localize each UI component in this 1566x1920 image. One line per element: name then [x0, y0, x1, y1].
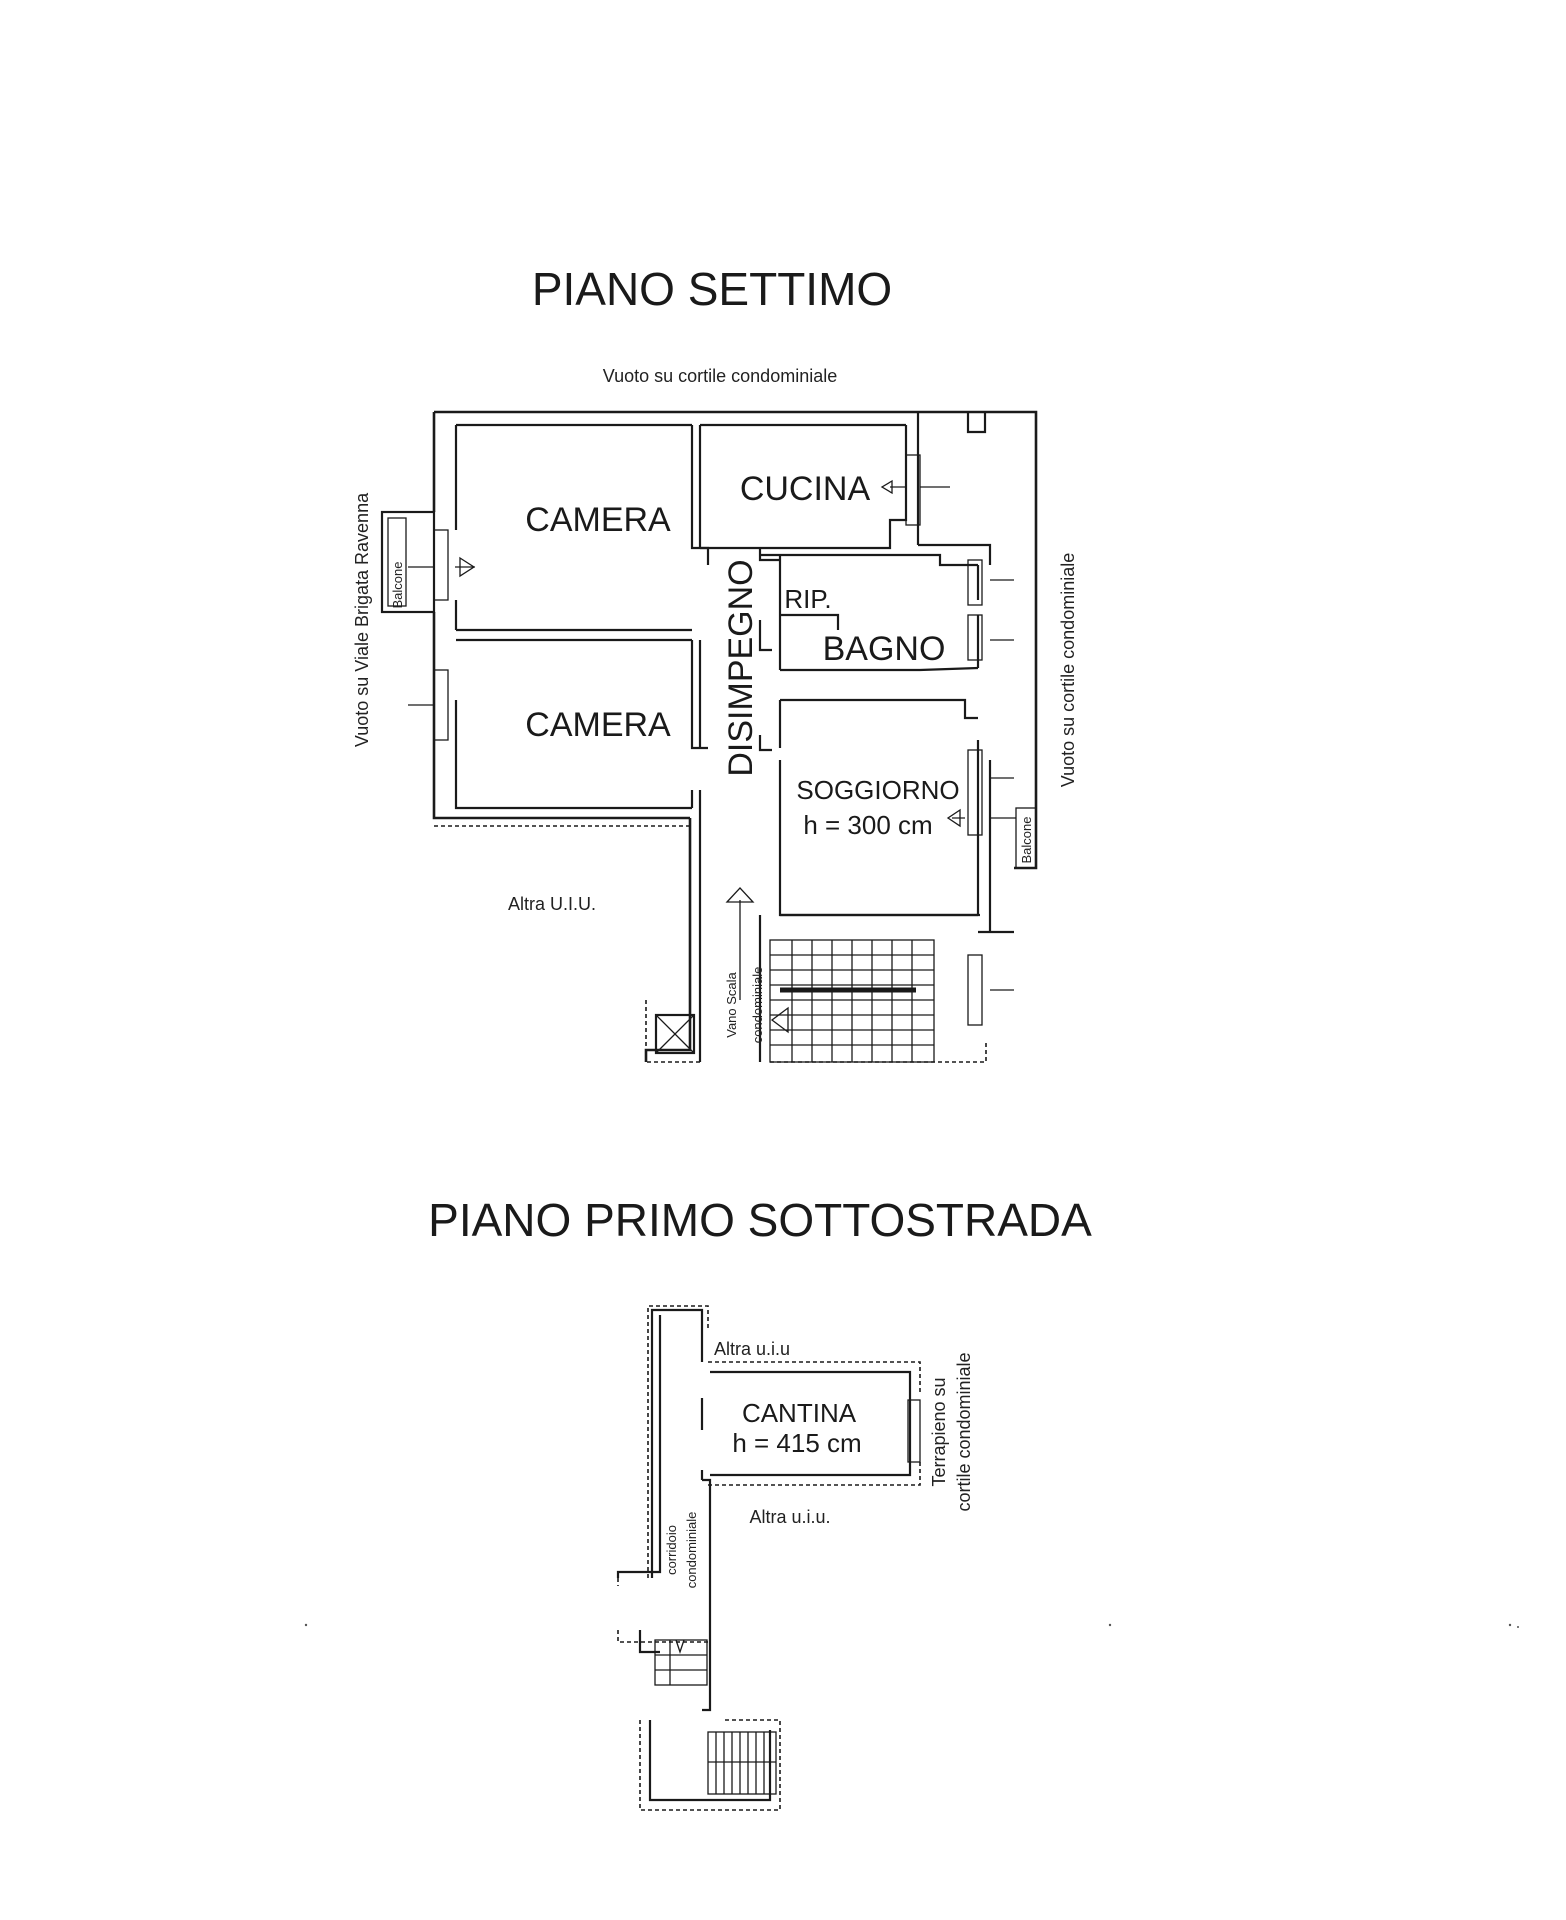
balcony-left-outline: [380, 510, 436, 614]
room-cantina: CANTINA: [742, 1398, 857, 1428]
top-courtyard-note: Vuoto su cortile condominiale: [603, 366, 837, 386]
room-cantina-height: h = 415 cm: [732, 1428, 861, 1458]
entry-arrow-icon: [725, 887, 755, 903]
stair-arrow-icon: [770, 1006, 789, 1034]
stair-label-line-1: Vano Scala: [724, 971, 739, 1037]
room-soggiorno: SOGGIORNO: [796, 775, 959, 805]
left-street-note: Vuoto su Viale Brigata Ravenna: [352, 492, 372, 747]
basement-corridor-label-1: corridoio: [664, 1525, 679, 1575]
basement-stair-upper: [654, 1639, 708, 1686]
stair-label-line-2: condominiale: [750, 967, 765, 1044]
balcony-right-outline: [1015, 807, 1037, 869]
basement-other-unit-bottom: Altra u.i.u.: [749, 1507, 830, 1527]
balcony-arrow-icon: [455, 556, 476, 578]
floor-7-plan: [380, 410, 1038, 1063]
room-rip: RIP.: [784, 584, 831, 614]
balcony-right-label: Balcone: [1019, 817, 1034, 864]
basement-other-unit-top: Altra u.i.u: [714, 1339, 790, 1359]
kitchen-arrow-icon: [880, 479, 905, 495]
basement-right-note-2: cortile condominiale: [954, 1352, 974, 1511]
room-bagno: BAGNO: [823, 630, 946, 668]
basement-plan: [616, 1305, 921, 1811]
elevator-shaft: [654, 1013, 696, 1055]
room-camera-2: CAMERA: [525, 706, 671, 744]
right-courtyard-note: Vuoto su cortile condominiale: [1058, 553, 1078, 787]
floor-7-title: PIANO SETTIMO: [532, 263, 892, 315]
basement-title: PIANO PRIMO SOTTOSTRADA: [428, 1194, 1092, 1246]
room-camera-1: CAMERA: [525, 501, 671, 539]
room-cucina: CUCINA: [740, 470, 871, 508]
room-soggiorno-height: h = 300 cm: [803, 810, 932, 840]
basement-corridor-label-2: condominiale: [684, 1512, 699, 1589]
basement-entry-arrow-icon: [675, 1639, 685, 1655]
balcony-left-label: Balcone: [390, 562, 405, 609]
basement-right-note-1: Terrapieno su: [929, 1377, 949, 1486]
room-disimpegno: DISIMPEGNO: [722, 559, 760, 776]
basement-stair-lower: [707, 1731, 777, 1795]
living-arrow-icon: [946, 808, 965, 828]
other-unit-note: Altra U.I.U.: [508, 894, 596, 914]
